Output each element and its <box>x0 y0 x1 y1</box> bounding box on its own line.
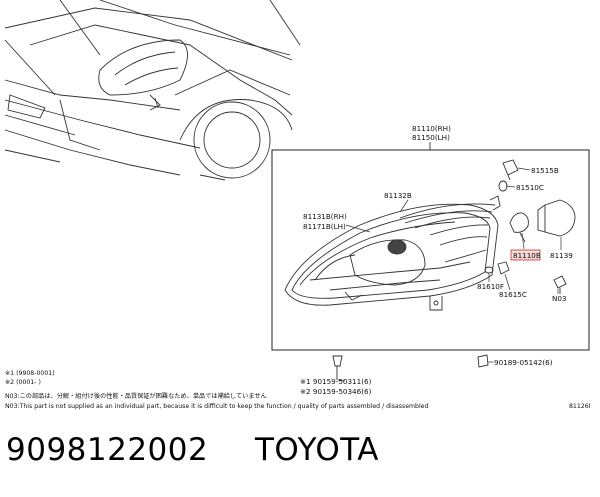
label-nut: N03 <box>552 294 567 303</box>
label-pos-bulb: 81610F <box>477 282 504 291</box>
leader-lines <box>337 167 562 382</box>
figure-code: 81126I <box>569 403 591 410</box>
label-assy-rh: 81110(RH) <box>412 124 451 133</box>
label-housing: 81132B <box>384 191 412 200</box>
car-front-illustration <box>4 0 301 181</box>
note-2: ※2 (0001- ) <box>5 379 41 386</box>
label-clip: 90189-05142(6) <box>494 358 553 367</box>
label-cap: 81139 <box>550 251 573 260</box>
note-n03-en: N03:This part is not supplied as an indi… <box>5 403 428 410</box>
label-screw-1: ※1 90159-50311(6) <box>300 377 372 386</box>
parts-frame <box>271 149 590 351</box>
headlamp-unit <box>284 195 501 311</box>
label-socket: 81515B <box>531 166 559 175</box>
label-pos-socket: 81615C <box>499 290 527 299</box>
car-leader-line <box>154 97 159 109</box>
label-body-lh: 81171B(LH) <box>303 222 346 231</box>
label-bulb-main: 81110B <box>513 251 541 260</box>
label-bulb-top: 81510C <box>516 183 544 192</box>
note-n03-jp: N03:この部品は、分解・組付け後の性能・品質保証が困難なため、単品では補給して… <box>5 392 267 400</box>
bulb-components <box>332 159 576 380</box>
note-1: ※1 (9908-0001) <box>5 370 55 377</box>
headlamp-parts-diagram: 81110(RH) 81150(LH) <box>4 0 591 410</box>
label-assy-lh: 81150(LH) <box>412 133 450 142</box>
label-body-rh: 81131B(RH) <box>303 212 347 221</box>
highlight-box-81110b <box>510 249 541 261</box>
footer: 9098122002 TOYOTA <box>6 432 379 468</box>
brand-name: TOYOTA <box>254 432 379 468</box>
label-screw-2: ※2 90159-50346(6) <box>300 387 372 396</box>
part-number: 9098122002 <box>6 432 209 468</box>
